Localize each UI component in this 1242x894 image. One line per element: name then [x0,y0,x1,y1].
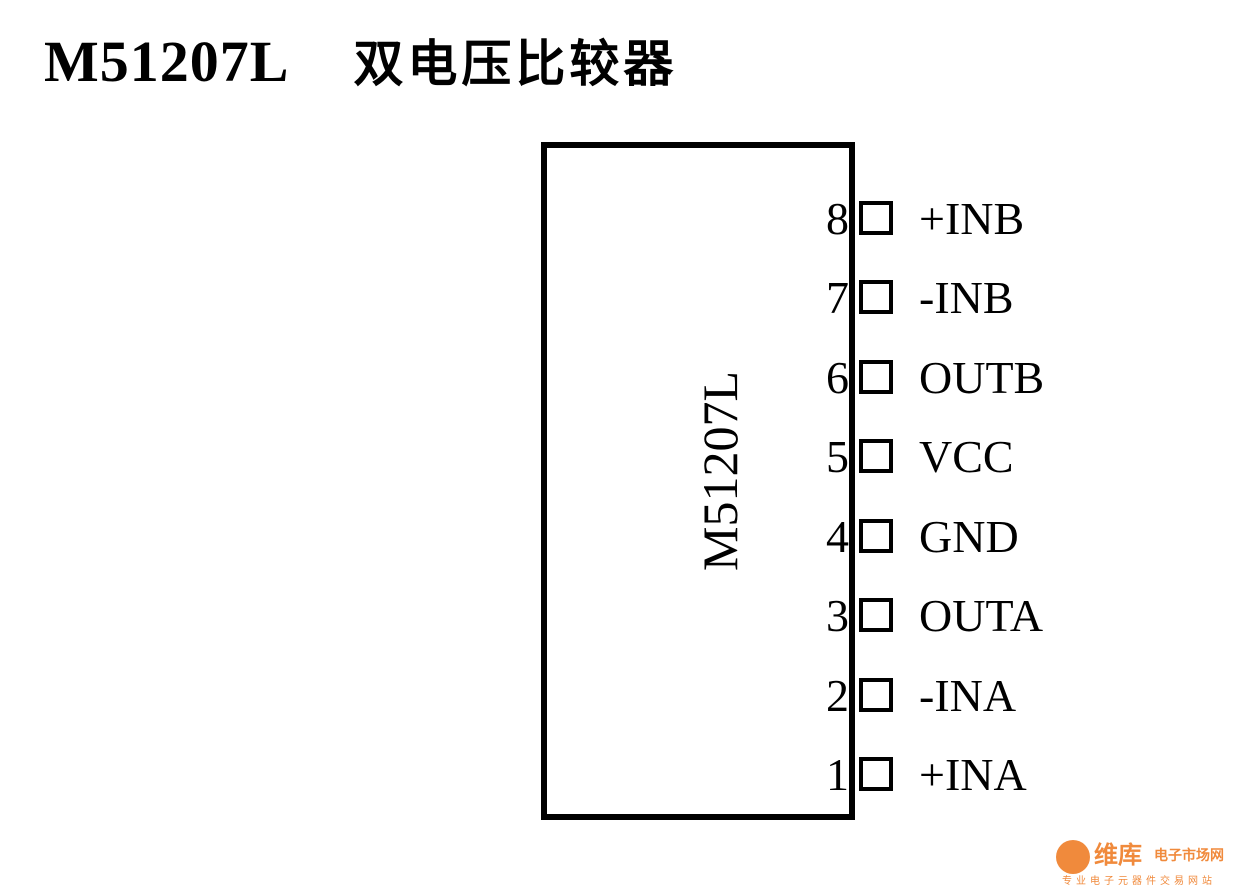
pin-row: 2 -INA [805,671,1105,721]
pin-number: 5 [826,431,849,482]
pin-square [859,280,893,314]
chip-body [541,142,855,820]
title-description: 双电压比较器 [353,35,678,93]
pin-number: 3 [826,590,849,641]
pin-name: VCC [919,431,1014,482]
pin-number: 6 [826,352,849,403]
watermark-logo: 维库 电子市场网 专业电子元器件交易网站 [1056,838,1240,892]
pin-row: 1 +INA [805,750,1105,800]
pin-row: 8 +INB [805,194,1105,244]
watermark-tagline: 专业电子元器件交易网站 [1062,876,1216,887]
pin-number: 4 [826,511,849,562]
pin-name: +INA [919,749,1027,800]
pin-square [859,519,893,553]
pin-number: 1 [826,749,849,800]
title-part-number: M51207L [44,29,290,94]
pin-row: 4 GND [805,512,1105,562]
pin-name: -INA [919,670,1017,721]
pin-number: 2 [826,670,849,721]
watermark-brand: 维库 [1094,841,1142,869]
pin-name: +INB [919,193,1025,244]
pin-square [859,360,893,394]
pin-row: 5 VCC [805,432,1105,482]
pin-number: 7 [826,272,849,323]
pin-name: GND [919,511,1019,562]
pin-square [859,598,893,632]
pin-name: OUTA [919,590,1044,641]
pin-row: 7 -INB [805,273,1105,323]
pin-number: 8 [826,193,849,244]
circuit-logo-icon [1056,840,1090,874]
pin-square [859,757,893,791]
pin-row: 6 OUTB [805,353,1105,403]
pin-square [859,678,893,712]
pin-square [859,439,893,473]
pin-name: -INB [919,272,1014,323]
pin-row: 3 OUTA [805,591,1105,641]
page-title: M51207L 双电压比较器 [44,22,677,104]
pin-name: OUTB [919,352,1045,403]
chip-label: M51207L [692,371,748,571]
watermark-subtitle: 电子市场网 [1154,848,1224,864]
pin-square [859,201,893,235]
